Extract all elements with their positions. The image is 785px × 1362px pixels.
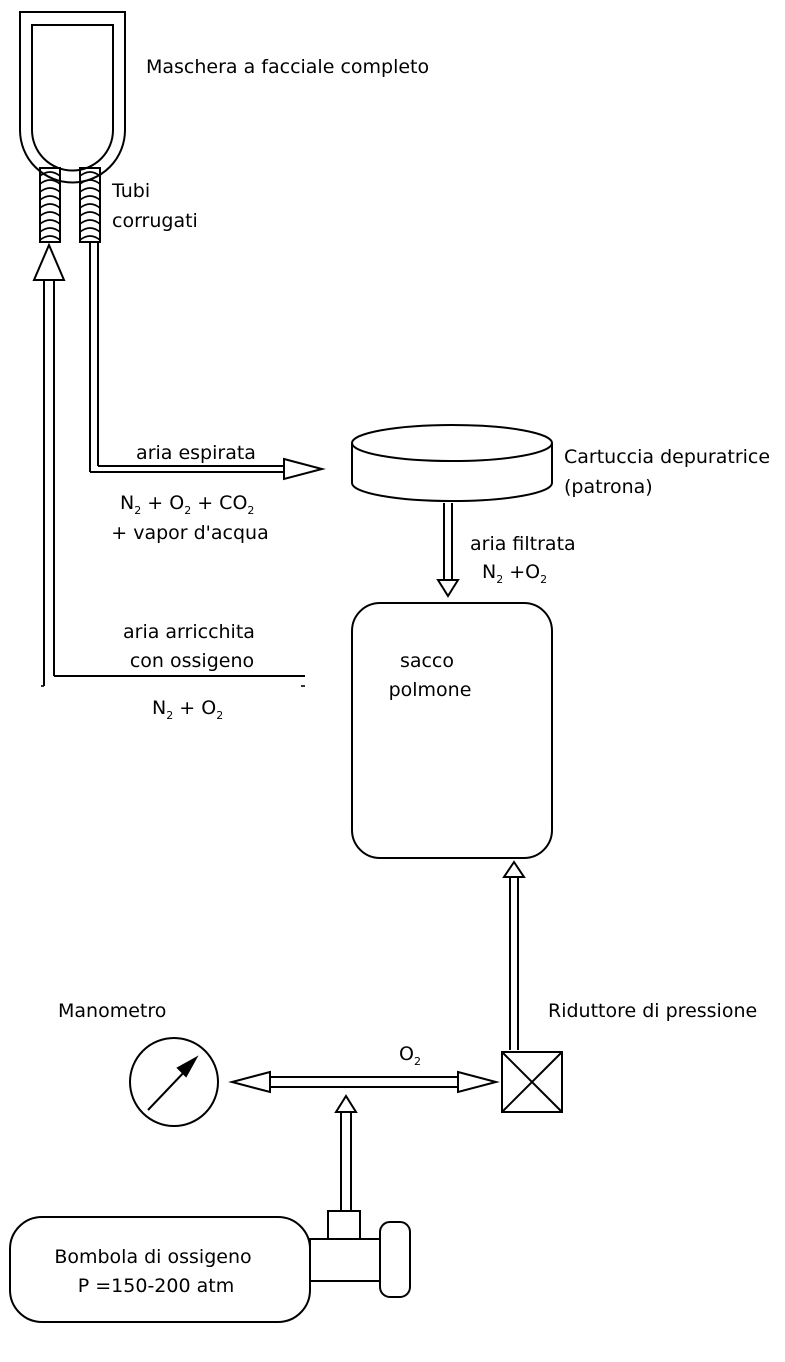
label-filtered-formula: N2 +O2 bbox=[482, 561, 547, 586]
reducer-to-bag-line bbox=[502, 860, 526, 1050]
pressure-reducer bbox=[501, 1051, 563, 1113]
counterlung-bag bbox=[351, 602, 553, 859]
label-o2-line: O2 bbox=[399, 1043, 421, 1068]
label-cartridge: Cartuccia depuratrice (patrona) bbox=[564, 446, 776, 498]
arrowhead-down-bag bbox=[436, 579, 460, 598]
label-exhaled-air: aria espirata bbox=[136, 442, 256, 464]
filtered-air-arrow bbox=[436, 503, 460, 598]
label-tubes: Tubi corrugati bbox=[111, 180, 198, 232]
label-exhaled-vapor: + vapor d'acqua bbox=[111, 522, 269, 544]
manometer-gauge bbox=[129, 1037, 219, 1127]
label-manometer: Manometro bbox=[58, 1000, 166, 1022]
label-cylinder: Bombola di ossigeno P =150-200 atm bbox=[54, 1246, 257, 1297]
cylinder-riser-line bbox=[334, 1094, 358, 1210]
arrowhead-right-reducer bbox=[457, 1070, 500, 1094]
arrowhead-up-distribution bbox=[334, 1094, 358, 1113]
scrubber-cartridge bbox=[351, 424, 553, 502]
label-exhaled-formula: N2 + O2 + CO2 bbox=[120, 492, 254, 517]
arrowhead-up-bag bbox=[502, 860, 526, 878]
full-face-mask bbox=[19, 11, 126, 184]
label-filtered-air: aria filtrata bbox=[470, 533, 576, 555]
enriched-air-line bbox=[32, 242, 305, 687]
exhaled-air-line bbox=[89, 242, 326, 481]
o2-distribution-line bbox=[228, 1070, 500, 1094]
arrowhead-right-cartridge bbox=[283, 457, 326, 481]
arrowhead-up-mask bbox=[32, 242, 66, 281]
arrowhead-left-manometer bbox=[228, 1070, 271, 1094]
label-mask: Maschera a facciale completo bbox=[146, 56, 429, 78]
corrugated-tube-left bbox=[39, 167, 61, 243]
label-enriched-formula: N2 + O2 bbox=[152, 697, 223, 722]
label-reducer: Riduttore di pressione bbox=[548, 1000, 757, 1022]
label-enriched-air: aria arricchita con ossigeno bbox=[123, 621, 261, 672]
oxygen-cylinder bbox=[9, 1210, 411, 1323]
label-counterlung: sacco polmone bbox=[389, 650, 472, 701]
